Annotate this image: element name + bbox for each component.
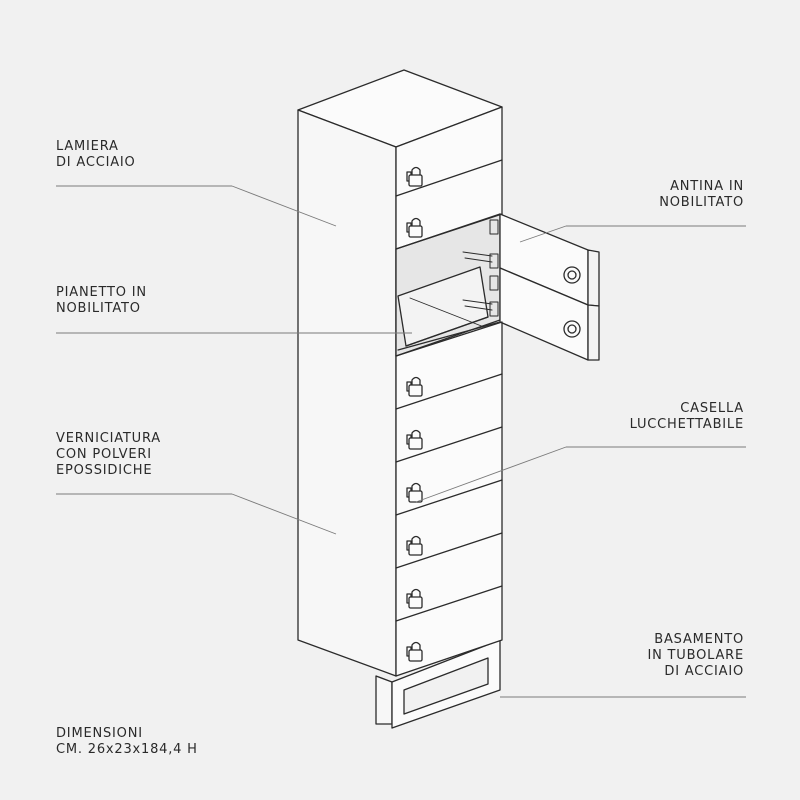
padlock-icon: [406, 166, 423, 187]
label-basamento: BASAMENTO IN TUBOLARE DI ACCIAIO: [647, 632, 744, 680]
padlock-icon: [406, 482, 423, 503]
padlock-icon: [406, 217, 423, 238]
label-casella-line1: CASELLA: [680, 401, 744, 416]
label-antina: ANTINA IN NOBILITATO: [659, 179, 744, 211]
label-pianetto-line1: PIANETTO IN: [56, 285, 147, 300]
label-verniciatura-line1: VERNICIATURA: [56, 431, 161, 446]
padlock-icon: [406, 535, 423, 556]
label-casella-line2: LUCCHETTABILE: [629, 417, 744, 432]
door-divisions: [395, 159, 503, 622]
label-lamiera-line1: LAMIERA: [56, 139, 119, 154]
label-pianetto-line2: NOBILITATO: [56, 301, 141, 316]
label-verniciatura: VERNICIATURA CON POLVERI EPOSSIDICHE: [56, 431, 161, 479]
label-verniciatura-line3: EPOSSIDICHE: [56, 463, 153, 478]
padlock-icon: [406, 641, 423, 662]
base-frame: [375, 639, 501, 729]
hinges: [462, 219, 499, 317]
label-dimensioni-line1: DIMENSIONI: [56, 726, 143, 741]
label-antina-line2: NOBILITATO: [659, 195, 744, 210]
leader-lines: [56, 185, 746, 698]
label-basamento-line2: IN TUBOLARE: [647, 648, 744, 663]
padlock-icon: [406, 588, 423, 609]
label-basamento-line1: BASAMENTO: [654, 632, 744, 647]
label-casella: CASELLA LUCCHETTABILE: [630, 401, 744, 433]
label-basamento-line3: DI ACCIAIO: [664, 664, 744, 679]
cabinet-side-panel: [297, 109, 397, 677]
label-dimensioni: DIMENSIONI CM. 26x23x184,4 H: [56, 726, 198, 758]
label-lamiera: LAMIERA DI ACCIAIO: [56, 139, 136, 171]
knob-icon: [563, 266, 581, 338]
label-dimensioni-line2: CM. 26x23x184,4 H: [56, 742, 198, 757]
padlock-icon: [406, 429, 423, 450]
open-doors: [499, 213, 600, 361]
label-lamiera-line2: DI ACCIAIO: [56, 155, 136, 170]
label-pianetto: PIANETTO IN NOBILITATO: [56, 285, 147, 317]
padlock-icons: [406, 166, 423, 662]
label-antina-line1: ANTINA IN: [670, 179, 744, 194]
padlock-icon: [406, 376, 423, 397]
label-verniciatura-line2: CON POLVERI: [56, 447, 152, 462]
